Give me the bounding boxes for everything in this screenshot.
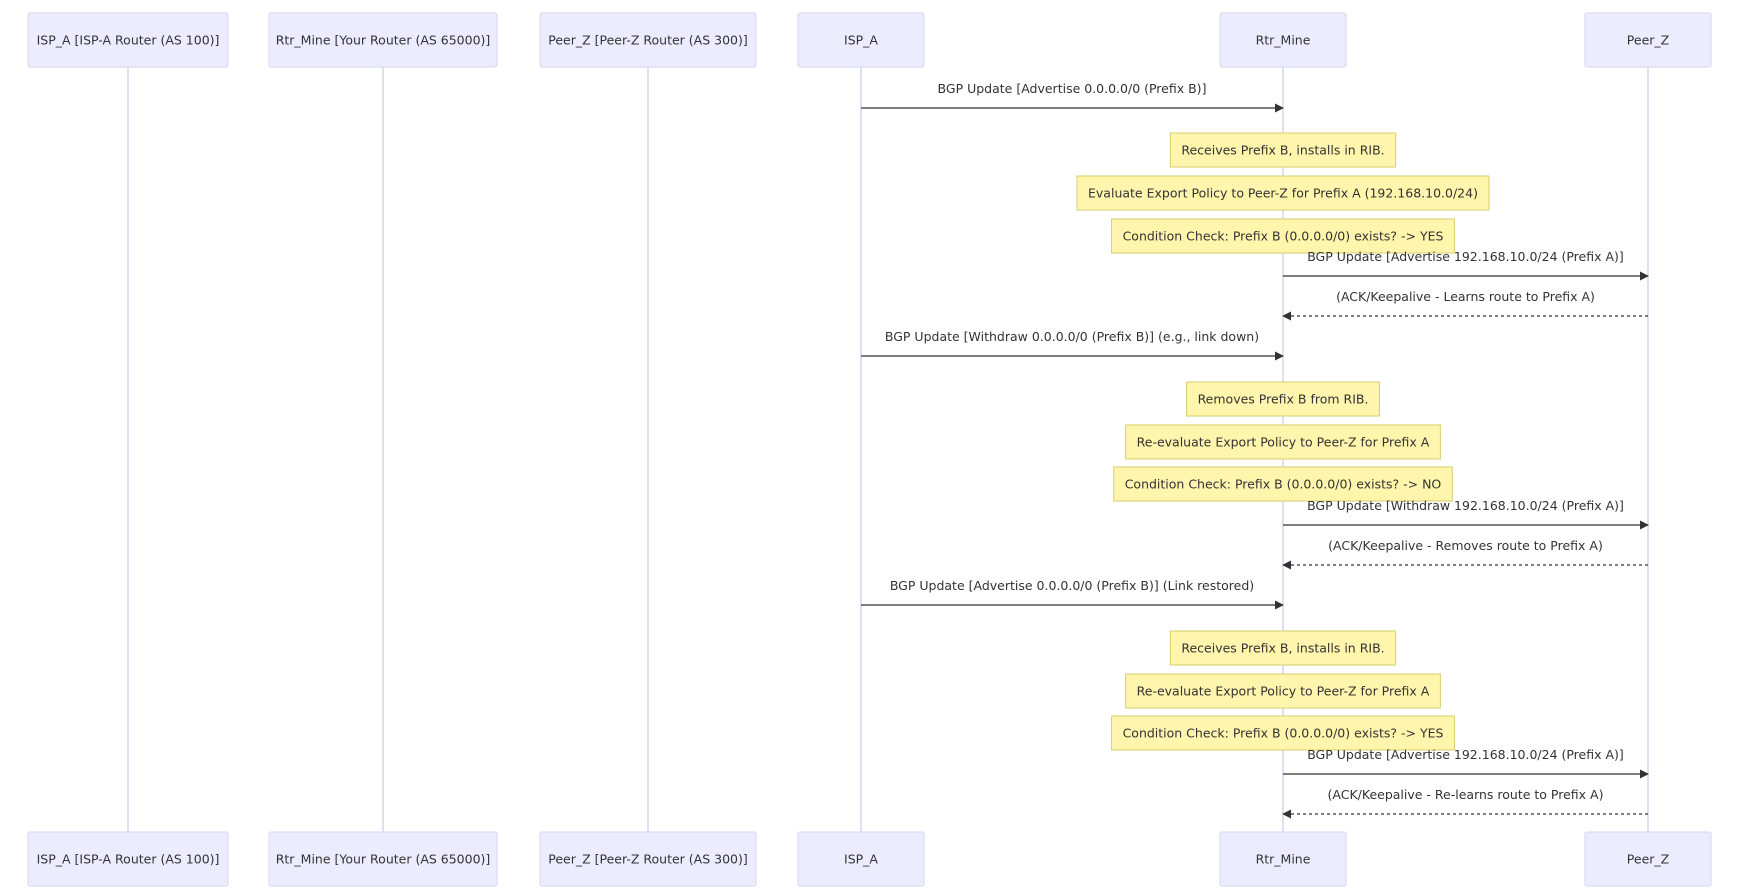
message-label: BGP Update [Advertise 192.168.10.0/24 (P… [1307, 249, 1624, 264]
note-box [1125, 424, 1441, 460]
message-label: (ACK/Keepalive - Re-learns route to Pref… [1328, 787, 1604, 802]
actor-rtr-mine-bottom: Rtr_Mine [1219, 831, 1347, 887]
note-6: Condition Check: Prefix B (0.0.0.0/0) ex… [1113, 466, 1453, 502]
actor-peer-z-bottom: Peer_Z [1584, 831, 1712, 887]
message-2: BGP Update [Advertise 192.168.10.0/24 (P… [1283, 249, 1649, 281]
actor-box [1219, 831, 1347, 887]
actor-label: Rtr_Mine [1256, 33, 1311, 48]
actor-label: Rtr_Mine [1256, 852, 1311, 867]
actor-box [797, 831, 925, 887]
message-4: BGP Update [Withdraw 0.0.0.0/0 (Prefix B… [861, 329, 1284, 361]
actor-box [268, 12, 498, 68]
message-label: BGP Update [Advertise 0.0.0.0/0 (Prefix … [938, 81, 1207, 96]
message-7: BGP Update [Advertise 0.0.0.0/0 (Prefix … [861, 578, 1284, 610]
note-text: Re-evaluate Export Policy to Peer-Z for … [1137, 435, 1430, 450]
actor-label: Peer_Z [Peer-Z Router (AS 300)] [548, 852, 747, 867]
actor-box [268, 831, 498, 887]
message-label: BGP Update [Withdraw 0.0.0.0/0 (Prefix B… [885, 329, 1259, 344]
note-box [1169, 132, 1397, 168]
actor-label: ISP_A [ISP-A Router (AS 100)] [37, 33, 220, 48]
actor-rtr-mine-long-bottom: Rtr_Mine [Your Router (AS 65000)] [268, 831, 498, 887]
message-label: BGP Update [Withdraw 192.168.10.0/24 (Pr… [1307, 498, 1624, 513]
message-label: BGP Update [Advertise 0.0.0.0/0 (Prefix … [890, 578, 1254, 593]
actor-rtr-mine-long-top: Rtr_Mine [Your Router (AS 65000)] [268, 12, 498, 68]
actor-isp-a-long-top: ISP_A [ISP-A Router (AS 100)] [27, 12, 229, 68]
message-9: (ACK/Keepalive - Re-learns route to Pref… [1282, 787, 1648, 819]
note-text: Condition Check: Prefix B (0.0.0.0/0) ex… [1123, 726, 1444, 741]
message-1: BGP Update [Advertise 0.0.0.0/0 (Prefix … [861, 81, 1284, 113]
actor-label: Peer_Z [Peer-Z Router (AS 300)] [548, 33, 747, 48]
actor-label: Rtr_Mine [Your Router (AS 65000)] [276, 852, 491, 867]
note-4: Removes Prefix B from RIB. [1186, 381, 1380, 417]
actor-box [539, 12, 757, 68]
actor-label: ISP_A [ISP-A Router (AS 100)] [37, 852, 220, 867]
actor-box [1584, 12, 1712, 68]
actor-peer-z-long-top: Peer_Z [Peer-Z Router (AS 300)] [539, 12, 757, 68]
message-label: (ACK/Keepalive - Learns route to Prefix … [1336, 289, 1595, 304]
message-label: (ACK/Keepalive - Removes route to Prefix… [1328, 538, 1603, 553]
actor-box [1584, 831, 1712, 887]
note-box [1169, 630, 1397, 666]
note-3: Condition Check: Prefix B (0.0.0.0/0) ex… [1111, 218, 1455, 254]
note-text: Re-evaluate Export Policy to Peer-Z for … [1137, 684, 1430, 699]
note-text: Evaluate Export Policy to Peer-Z for Pre… [1088, 186, 1478, 201]
note-box [1111, 715, 1455, 751]
note-text: Receives Prefix B, installs in RIB. [1181, 143, 1384, 158]
note-box [1125, 673, 1441, 709]
actor-box [27, 12, 229, 68]
message-5: BGP Update [Withdraw 192.168.10.0/24 (Pr… [1283, 498, 1649, 530]
note-8: Re-evaluate Export Policy to Peer-Z for … [1125, 673, 1441, 709]
actor-label: ISP_A [844, 852, 878, 867]
note-1: Receives Prefix B, installs in RIB. [1169, 132, 1397, 168]
message-label: BGP Update [Advertise 192.168.10.0/24 (P… [1307, 747, 1624, 762]
note-5: Re-evaluate Export Policy to Peer-Z for … [1125, 424, 1441, 460]
actor-peer-z-top: Peer_Z [1584, 12, 1712, 68]
actor-label: ISP_A [844, 33, 878, 48]
note-box [1186, 381, 1380, 417]
actor-box [539, 831, 757, 887]
message-3: (ACK/Keepalive - Learns route to Prefix … [1282, 289, 1648, 321]
note-9: Condition Check: Prefix B (0.0.0.0/0) ex… [1111, 715, 1455, 751]
actor-box [27, 831, 229, 887]
actor-label: Peer_Z [1627, 852, 1669, 867]
note-2: Evaluate Export Policy to Peer-Z for Pre… [1076, 175, 1490, 211]
actor-box [1219, 12, 1347, 68]
actor-isp-a-top: ISP_A [797, 12, 925, 68]
note-box [1111, 218, 1455, 254]
message-8: BGP Update [Advertise 192.168.10.0/24 (P… [1283, 747, 1649, 779]
note-7: Receives Prefix B, installs in RIB. [1169, 630, 1397, 666]
actor-isp-a-long-bottom: ISP_A [ISP-A Router (AS 100)] [27, 831, 229, 887]
actor-box [797, 12, 925, 68]
actor-label: Rtr_Mine [Your Router (AS 65000)] [276, 33, 491, 48]
actor-rtr-mine-top: Rtr_Mine [1219, 12, 1347, 68]
note-text: Condition Check: Prefix B (0.0.0.0/0) ex… [1123, 229, 1444, 244]
note-box [1113, 466, 1453, 502]
message-6: (ACK/Keepalive - Removes route to Prefix… [1282, 538, 1648, 570]
actor-isp-a-bottom: ISP_A [797, 831, 925, 887]
actor-peer-z-long-bottom: Peer_Z [Peer-Z Router (AS 300)] [539, 831, 757, 887]
note-text: Removes Prefix B from RIB. [1198, 392, 1369, 407]
note-box [1076, 175, 1490, 211]
note-text: Receives Prefix B, installs in RIB. [1181, 641, 1384, 656]
note-text: Condition Check: Prefix B (0.0.0.0/0) ex… [1125, 477, 1442, 492]
actor-label: Peer_Z [1627, 33, 1669, 48]
